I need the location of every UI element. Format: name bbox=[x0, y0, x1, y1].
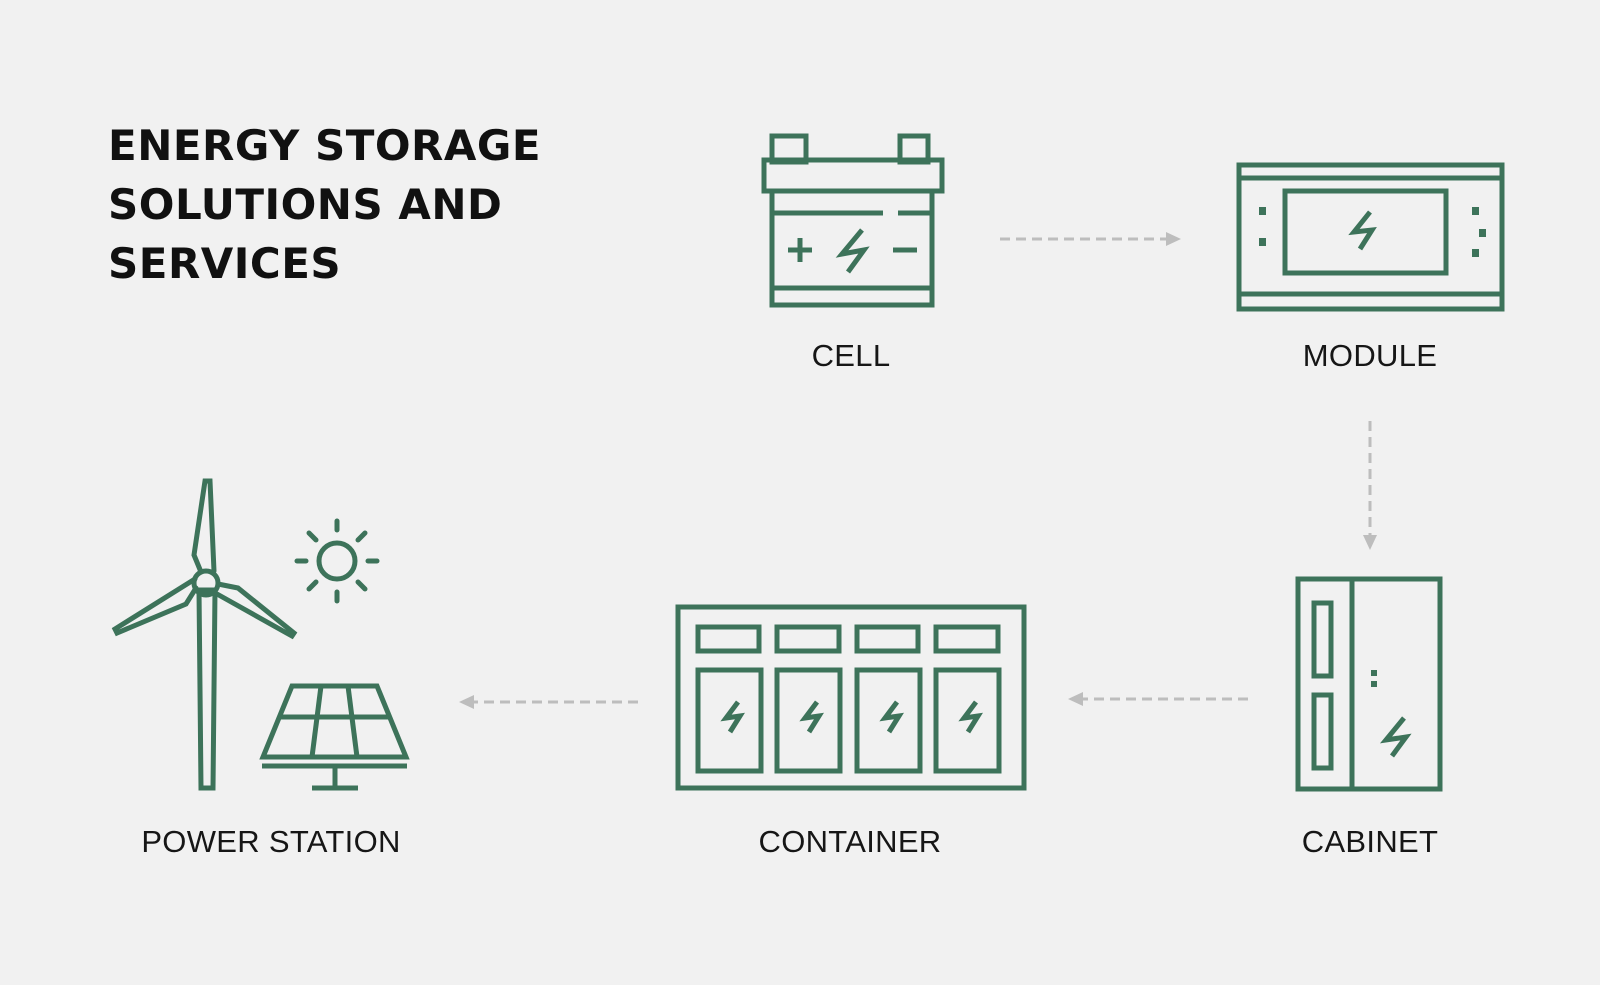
module-label: MODULE bbox=[1302, 338, 1438, 373]
cabinet-indicator-dots bbox=[1371, 670, 1377, 687]
battery-cell-icon bbox=[761, 133, 945, 308]
page-title: ENERGY STORAGE SOLUTIONS AND SERVICES bbox=[108, 116, 541, 293]
container-label: CONTAINER bbox=[758, 824, 942, 859]
battery-cabinet-icon bbox=[1295, 576, 1443, 792]
battery-container-icon bbox=[675, 604, 1027, 791]
wind-turbine-icon bbox=[111, 478, 298, 791]
cabinet-label: CABINET bbox=[1301, 824, 1439, 859]
arrow-cabinet-to-container bbox=[1068, 692, 1248, 706]
arrow-module-to-cabinet bbox=[1363, 421, 1377, 550]
module-indicator-dots bbox=[1259, 207, 1486, 257]
title-line-3: SERVICES bbox=[108, 239, 342, 288]
power-station-label: POWER STATION bbox=[141, 824, 401, 859]
cell-label: CELL bbox=[811, 338, 891, 373]
battery-module-icon bbox=[1236, 162, 1505, 312]
solar-panel-icon bbox=[259, 683, 410, 791]
arrow-container-to-power-station bbox=[459, 695, 638, 709]
sun-icon bbox=[294, 518, 380, 604]
title-line-2: SOLUTIONS AND bbox=[108, 180, 503, 229]
title-line-1: ENERGY STORAGE bbox=[108, 121, 542, 170]
arrow-cell-to-module bbox=[1000, 232, 1181, 246]
